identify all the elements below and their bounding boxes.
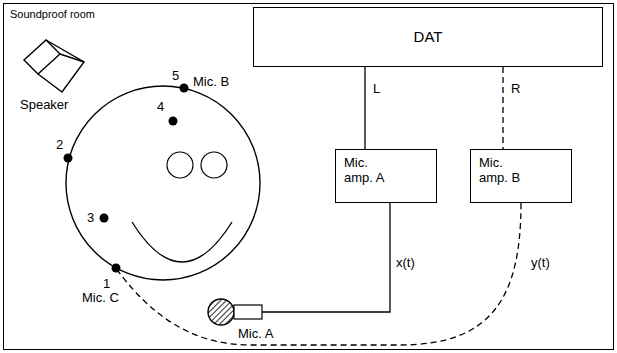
speaker-cone <box>38 40 84 92</box>
microphone-body <box>234 305 262 319</box>
amplifier-box: Mic. amp. A <box>335 149 437 203</box>
signal-name: y(t) <box>531 255 550 270</box>
mic-point <box>169 117 178 126</box>
mouth <box>132 222 232 262</box>
head-outline <box>66 86 260 280</box>
part-name: Mic. A <box>238 326 273 341</box>
mic-point <box>64 154 73 163</box>
part-name: Mic. C <box>82 290 119 305</box>
mic-point <box>180 84 189 93</box>
room-boundary: Soundproof roomDAT Mic. amp. A Mic. amp. B <box>3 3 614 350</box>
speaker-icon <box>24 40 84 92</box>
signal-name: x(t) <box>396 255 415 270</box>
callout-number: 1 <box>103 276 110 291</box>
recorder-box: DAT <box>253 7 603 67</box>
box-label: Mic. amp. A <box>344 156 396 186</box>
callout-number: 4 <box>157 99 164 114</box>
box-label: DAT <box>414 28 443 45</box>
box-label: Mic. amp. B <box>479 156 531 186</box>
box-label: Soundproof room <box>10 8 607 21</box>
eye <box>167 152 193 178</box>
callout-number: 5 <box>172 68 179 83</box>
connector-line <box>502 67 503 149</box>
callout-number: 2 <box>56 137 63 152</box>
signal-wire-dashed <box>118 203 521 345</box>
callout-number: 3 <box>87 210 94 225</box>
part-name: Mic. B <box>193 74 229 89</box>
mic-point <box>100 214 109 223</box>
eye <box>201 152 227 178</box>
signal-wire <box>262 203 390 312</box>
part-name: Speaker <box>20 97 68 112</box>
channel-label: R <box>511 81 520 96</box>
speaker-edge <box>60 54 84 62</box>
microphone-a <box>208 299 234 325</box>
channel-label: L <box>373 81 380 96</box>
mic-point <box>112 264 121 273</box>
amplifier-box: Mic. amp. B <box>470 149 572 203</box>
connector-line <box>364 67 365 149</box>
